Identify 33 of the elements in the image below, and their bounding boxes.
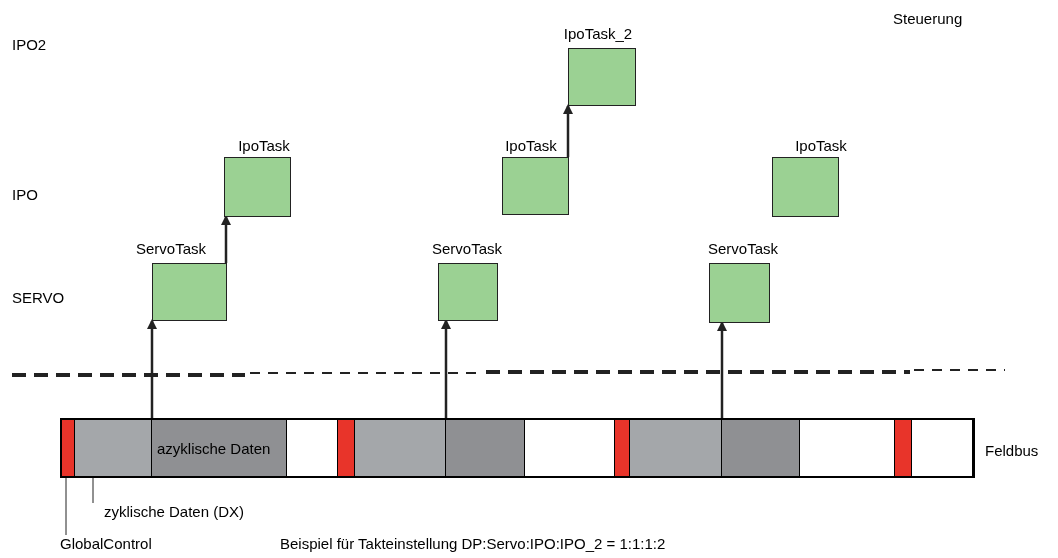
bus-segment: [338, 420, 355, 476]
task-label: IpoTask_2: [563, 26, 633, 41]
bus-segment: [895, 420, 912, 476]
task-label: IpoTask: [505, 138, 557, 153]
leader-line: [92, 477, 94, 504]
bus-segment: [615, 420, 630, 476]
task-label: ServoTask: [136, 241, 206, 256]
leader-line: [65, 477, 67, 536]
task-label: IpoTask: [238, 138, 290, 153]
annotation-text: GlobalControl: [60, 535, 152, 553]
task-label: IpoTask: [795, 138, 847, 153]
bus-segment: [75, 420, 152, 476]
bus-segment: [152, 420, 287, 476]
bus-segment: [62, 420, 75, 476]
segment-label: azyklische Daten: [157, 440, 271, 458]
bus-segment: [630, 420, 722, 476]
title-label: Steuerung: [893, 10, 963, 28]
note-text: Beispiel für Takteinstellung DP:Servo:IPO:IPO_2 = 1:1:1:2: [280, 535, 666, 553]
annotation-text: zyklische Daten (DX): [104, 503, 245, 521]
arrow: [221, 215, 231, 263]
bus-segment: [722, 420, 800, 476]
task-label: ServoTask: [708, 241, 778, 256]
task-label: ServoTask: [432, 241, 502, 256]
arrow: [717, 321, 727, 418]
level-label: IPO: [12, 186, 38, 204]
arrow: [147, 319, 157, 418]
bus-segment: [355, 420, 446, 476]
level-label: SERVO: [12, 289, 65, 307]
arrow: [563, 104, 573, 157]
level-label: IPO2: [12, 36, 47, 54]
arrow: [441, 319, 451, 418]
bus-segment: [446, 420, 525, 476]
bus-label: Feldbus: [985, 441, 1039, 461]
